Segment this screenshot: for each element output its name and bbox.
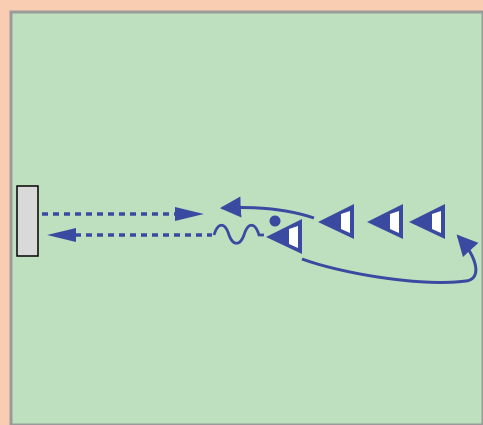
dashed-return-arrow <box>47 228 212 242</box>
field <box>9 10 483 425</box>
goal-box <box>16 185 39 257</box>
dashed-pass-arrow <box>42 207 204 221</box>
curved-forward-arrow <box>301 234 479 284</box>
player-cone-4 <box>409 204 445 239</box>
player-cone-1 <box>266 219 302 254</box>
curved-run-arrow <box>219 196 315 220</box>
wavy-dribble-line <box>212 223 264 245</box>
ball-dot <box>269 215 281 227</box>
player-cone-3 <box>367 204 403 239</box>
player-cone-2 <box>318 204 354 239</box>
